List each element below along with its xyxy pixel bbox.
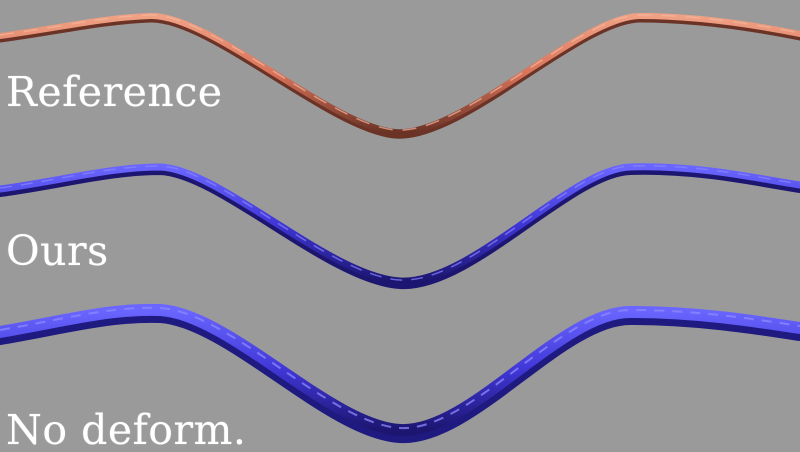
ours-label: Ours: [6, 227, 109, 275]
no-deform-strand: [0, 303, 800, 444]
no-deform-label: No deform.: [6, 406, 247, 452]
reference-label: Reference: [6, 68, 223, 116]
ours-strand: [0, 163, 800, 290]
reference-strand: [0, 12, 800, 139]
